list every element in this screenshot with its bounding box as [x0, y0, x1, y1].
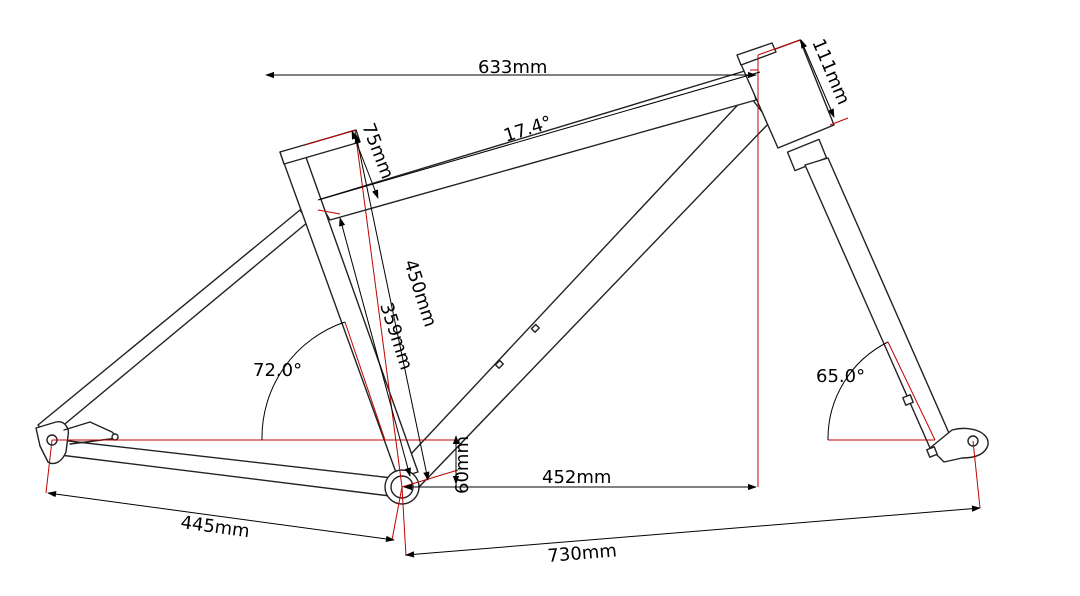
label-top-tube-length: 633mm [478, 57, 547, 78]
head-tube-top-cap [736, 42, 777, 66]
label-seat-tube-ct: 450mm [399, 257, 440, 330]
hanger-bolt-icon [111, 433, 119, 441]
dim-chainstay [47, 490, 395, 543]
cable-guide [530, 323, 540, 333]
seat-stay [37, 209, 309, 439]
head-angle-arc [827, 341, 889, 441]
chain-stay [59, 439, 393, 497]
dimension-lines [47, 39, 981, 558]
fork-blade [804, 157, 953, 449]
fork-mount [926, 446, 938, 458]
label-chainstay: 445mm [179, 512, 251, 542]
seat-tube-collar [279, 129, 361, 165]
dim-seat-tube-cc [339, 217, 411, 477]
frame-drawing [35, 39, 989, 505]
label-bb-drop: 60mm [452, 436, 473, 494]
label-reach: 452mm [542, 467, 611, 488]
cable-guide [494, 359, 504, 369]
label-wheelbase: 730mm [547, 540, 618, 567]
dim-wheelbase [405, 505, 981, 558]
label-seat-angle: 72.0° [253, 360, 302, 381]
label-seat-tube-cc: 359mm [375, 300, 416, 373]
fork-mount [902, 394, 914, 406]
seat-angle-arc [261, 321, 346, 441]
down-tube [395, 93, 771, 487]
extension-lines [45, 39, 981, 557]
dim-head-tube-length [800, 39, 835, 118]
label-head-angle: 65.0° [816, 366, 865, 387]
